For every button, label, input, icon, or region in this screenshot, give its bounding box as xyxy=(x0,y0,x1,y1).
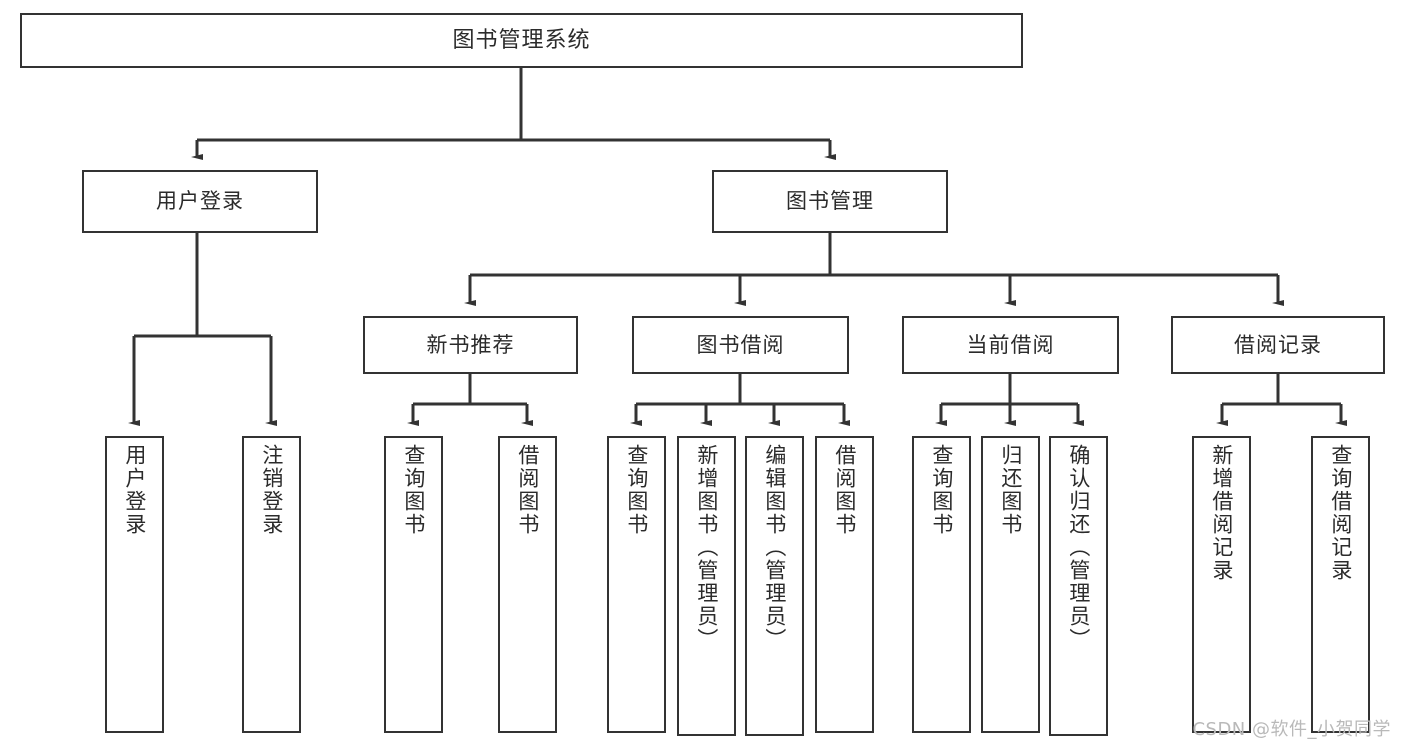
leaf-query-book-current[interactable]: 查询图书 xyxy=(912,436,971,733)
leaf-add-book-admin[interactable]: 新增图书（管理员） xyxy=(677,436,736,736)
node-label: 查询图书 xyxy=(624,444,649,536)
leaf-query-borrow-record[interactable]: 查询借阅记录 xyxy=(1311,436,1370,733)
node-label: 图书管理 xyxy=(786,189,874,214)
node-book-management[interactable]: 图书管理 xyxy=(712,170,948,233)
node-label: 确认归还（管理员） xyxy=(1066,444,1091,651)
node-current-borrow[interactable]: 当前借阅 xyxy=(902,316,1119,374)
node-label: 当前借阅 xyxy=(966,332,1055,357)
node-label: 图书管理系统 xyxy=(452,27,591,53)
leaf-confirm-return-admin[interactable]: 确认归还（管理员） xyxy=(1049,436,1108,736)
node-label: 归还图书 xyxy=(998,444,1023,536)
node-root-system[interactable]: 图书管理系统 xyxy=(20,13,1023,68)
leaf-borrow-book-recommend[interactable]: 借阅图书 xyxy=(498,436,557,733)
node-label: 查询借阅记录 xyxy=(1328,444,1353,582)
node-label: 查询图书 xyxy=(401,444,426,536)
node-label: 新书推荐 xyxy=(426,332,515,357)
node-label: 注销登录 xyxy=(259,444,284,536)
leaf-add-borrow-record[interactable]: 新增借阅记录 xyxy=(1192,436,1251,733)
node-label: 编辑图书（管理员） xyxy=(762,444,787,651)
csdn-watermark: CSDN @软件_小贺同学 xyxy=(1192,719,1391,740)
node-borrow-record[interactable]: 借阅记录 xyxy=(1171,316,1385,374)
node-label: 用户登录 xyxy=(122,444,147,536)
node-label: 借阅图书 xyxy=(515,444,540,536)
node-new-book-recommend[interactable]: 新书推荐 xyxy=(363,316,578,374)
leaf-query-book-recommend[interactable]: 查询图书 xyxy=(384,436,443,733)
node-label: 借阅图书 xyxy=(832,444,857,536)
node-label: 查询图书 xyxy=(929,444,954,536)
node-label: 新增借阅记录 xyxy=(1209,444,1234,582)
node-label: 新增图书（管理员） xyxy=(694,444,719,651)
node-user-login[interactable]: 用户登录 xyxy=(82,170,318,233)
node-label: 图书借阅 xyxy=(696,332,785,357)
node-label: 用户登录 xyxy=(156,189,244,214)
leaf-edit-book-admin[interactable]: 编辑图书（管理员） xyxy=(745,436,804,736)
leaf-logout[interactable]: 注销登录 xyxy=(242,436,301,733)
leaf-return-book[interactable]: 归还图书 xyxy=(981,436,1040,733)
leaf-query-book-borrow[interactable]: 查询图书 xyxy=(607,436,666,733)
leaf-user-login[interactable]: 用户登录 xyxy=(105,436,164,733)
node-label: 借阅记录 xyxy=(1234,332,1322,357)
leaf-borrow-book[interactable]: 借阅图书 xyxy=(815,436,874,733)
node-book-borrow[interactable]: 图书借阅 xyxy=(632,316,849,374)
